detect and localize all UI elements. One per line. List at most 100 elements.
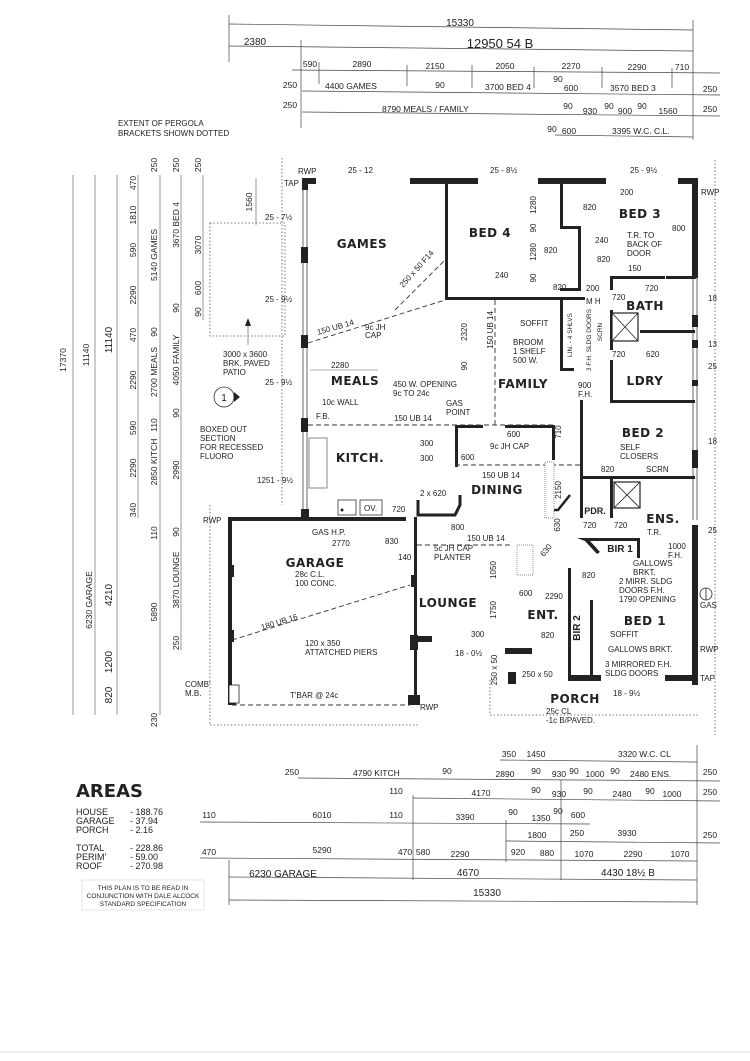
label-tr: T.R.	[647, 528, 661, 537]
label-gallows2: BRKT.	[633, 568, 656, 577]
dim-bot-r1-c: 3320 W.C. CL	[618, 749, 671, 759]
areas-title: AREAS	[76, 781, 143, 802]
disclaimer-line1: THIS PLAN IS TO BE READ IN	[98, 885, 189, 892]
dim-bot-r4-f: 1350	[532, 813, 551, 823]
area-value-perim: - 59.00	[130, 852, 158, 862]
label-gas-point1: GAS	[446, 399, 463, 408]
label-planter1: 5c JH CAP	[434, 544, 473, 553]
boxed-note-4: FLUORO	[200, 452, 233, 461]
dim-left-c2-1: 5140 GAMES	[149, 229, 159, 281]
dim-bot-r2-kitch: 4790 KITCH	[353, 768, 400, 778]
label-820f: 820	[582, 571, 596, 580]
dim-left-overall: 17370	[58, 348, 68, 372]
dim-left-garage: 6230 GARAGE	[84, 571, 94, 629]
label-self1: SELF	[620, 443, 640, 452]
room-porch: PORCH	[550, 692, 600, 706]
label-porch2: -1c B/PAVED.	[546, 716, 595, 725]
label-broom3: 500 W.	[513, 356, 538, 365]
dim-left-a: 11140	[81, 344, 91, 367]
dim-left-c4-3: 90	[193, 307, 203, 317]
label-710: 710	[554, 425, 563, 439]
section-marker-number: 1	[221, 393, 227, 404]
label-mirr3: 1790 OPENING	[619, 595, 676, 604]
dim-left-c2-0: 250	[149, 158, 159, 172]
screen-planter	[544, 461, 555, 519]
dim-left-c3-8: 250	[171, 636, 181, 650]
label-90a: 90	[460, 361, 469, 370]
label-1280b: 1280	[529, 243, 538, 261]
label-2x620: 2 x 620	[420, 489, 447, 498]
patio-arrow-icon	[245, 318, 251, 326]
pergola-note-line1: EXTENT OF PERGOLA	[118, 119, 204, 128]
dim-top-r1-2: 2150	[426, 61, 445, 71]
label-1280a: 1280	[529, 196, 538, 214]
label-gas-meter: GAS	[700, 601, 717, 610]
area-name-garage: GARAGE	[76, 816, 115, 826]
label-piers2: ATTATCHED PIERS	[305, 648, 377, 657]
label-tr2: BACK OF	[627, 240, 662, 249]
label-300a: 300	[420, 439, 434, 448]
dim-left-c1-4: 470	[128, 328, 138, 342]
dim-bot-r2-f: 90	[569, 766, 579, 776]
label-830: 830	[385, 537, 399, 546]
top-dimensions: 15330 2380 12950 54 B 590 2890 2150 2050…	[228, 15, 721, 140]
disclaimer-line2: CONJUNCTION WITH DALE ALCOCK	[87, 893, 200, 900]
label-tap-e: TAP	[700, 674, 715, 683]
dim-bot-r2-e: 930	[552, 769, 566, 779]
label-tr1: T.R. TO	[627, 231, 654, 240]
dim-bot-r3-f: 2480	[613, 789, 632, 799]
dim-top-r3-side: 250	[283, 100, 297, 110]
room-bed1: BED 1	[624, 614, 666, 628]
dim-left-c2-8: 230	[149, 713, 159, 727]
label-10c-wall: 10c WALL	[322, 398, 359, 407]
label-720d: 720	[392, 505, 406, 514]
label-2150: 2150	[554, 481, 563, 499]
room-bed4: BED 4	[469, 226, 511, 240]
label-comb1: COMB'	[185, 680, 211, 689]
pitch-25-85: 25 - 8½	[490, 166, 517, 175]
dim-bot-r6-j: 1070	[671, 849, 690, 859]
label-800a: 800	[672, 224, 686, 233]
dim-left-c3-1: 3670 BED 4	[171, 202, 181, 248]
dim-left-c1-1: 1810	[128, 205, 138, 224]
label-rwp-ne: RWP	[701, 188, 720, 197]
label-r25b: 25	[708, 526, 717, 535]
label-820d: 820	[553, 283, 567, 292]
oven-label: OV.	[364, 504, 377, 513]
label-18-9: 18 - 9½	[613, 689, 640, 698]
label-jhcap2: 9c JH CAP	[490, 442, 529, 451]
label-soffit2: SOFFIT	[610, 630, 639, 639]
label-broom1: BROOM	[513, 338, 544, 347]
dim-bot-r4-c: 110	[389, 810, 403, 820]
dim-bot-r3-h: 1000	[663, 789, 682, 799]
label-sldg: 3 F.H. SLDG DOORS	[586, 308, 593, 371]
label-mirr2: DOORS F.H.	[619, 586, 665, 595]
label-820a: 820	[583, 203, 597, 212]
label-ub150c: 150 UB 14	[486, 311, 495, 349]
dim-left-c2-5: 2850 KITCH	[149, 439, 159, 486]
dim-left-c1-6: 590	[128, 421, 138, 435]
dim-left-c3-0: 250	[171, 158, 181, 172]
label-garage2: 100 CONC.	[295, 579, 336, 588]
dim-top-r1-6: 710	[675, 62, 689, 72]
pergola-note-line2: BRACKETS SHOWN DOTTED	[118, 129, 229, 138]
dim-bot-r2-c: 2890	[496, 769, 515, 779]
label-ub180: 180 UB 16	[260, 612, 299, 632]
label-1750: 1750	[489, 601, 498, 619]
patio-label-3: PATIO	[223, 368, 246, 377]
dim-bot-r5-right: 250	[703, 830, 717, 840]
room-meals: MEALS	[331, 374, 379, 388]
dim-left-c1-7: 2290	[128, 458, 138, 477]
label-2280: 2280	[331, 361, 349, 370]
label-planter2: PLANTER	[434, 553, 471, 562]
dim-left-c1-3: 2290	[128, 285, 138, 304]
dim-top-r2-right: 250	[703, 84, 717, 94]
label-gallows1: GALLOWS	[633, 559, 673, 568]
dim-top-r3-right: 250	[703, 104, 717, 114]
dim-bot-r1-b: 1450	[527, 749, 546, 759]
label-piers1: 120 x 350	[305, 639, 341, 648]
dim-bot-r2-right: 250	[703, 767, 717, 777]
dim-top-r1-0: 590	[303, 59, 317, 69]
area-name-total: TOTAL	[76, 843, 104, 853]
